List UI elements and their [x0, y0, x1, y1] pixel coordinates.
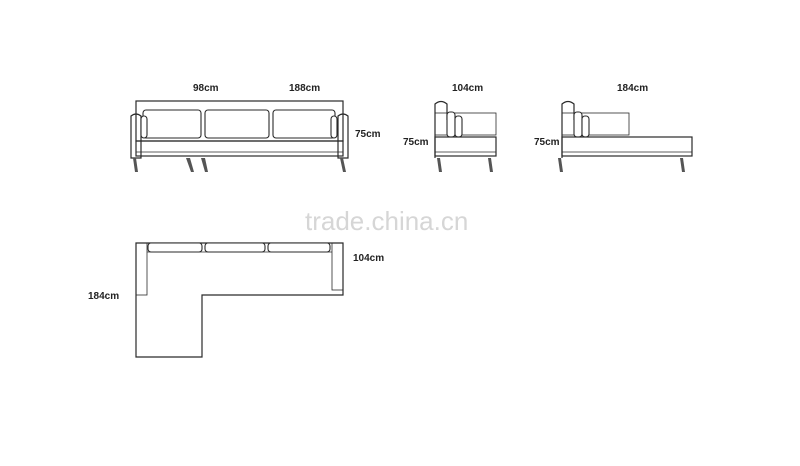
side-chaise-height-label: 75cm	[534, 137, 560, 148]
front-pillow-left	[140, 115, 148, 139]
side-chaise-seat	[561, 136, 693, 157]
front-back-cushion-3	[272, 109, 336, 139]
side-small-cushion-1	[446, 111, 456, 138]
front-back-cushion-2	[204, 109, 270, 139]
top-back-cushion-3	[267, 242, 331, 253]
front-left-arm	[130, 113, 142, 159]
front-width-left-label: 98cm	[193, 83, 219, 94]
side-small-seat	[434, 136, 497, 157]
front-width-right-label: 188cm	[289, 83, 320, 94]
top-depth-main-label: 104cm	[353, 253, 384, 264]
top-back-cushion-1	[147, 242, 203, 253]
side-small-height-label: 75cm	[403, 137, 429, 148]
side-chaise-leg-2	[680, 158, 685, 172]
side-chaise-outline	[561, 112, 630, 136]
side-chaise-cushion-2	[581, 115, 590, 138]
front-seat	[135, 140, 344, 157]
front-right-arm	[337, 113, 349, 159]
front-view: 98cm 188cm 75cm	[130, 83, 381, 172]
side-chaise-back	[561, 100, 575, 158]
top-right-arm	[331, 242, 344, 291]
side-chaise-depth-label: 184cm	[617, 83, 648, 94]
side-view-chaise: 184cm 75cm	[534, 83, 693, 172]
watermark-text: trade.china.cn	[305, 206, 468, 236]
front-leg-4	[340, 158, 346, 172]
front-pillow-right	[330, 115, 338, 139]
front-height-label: 75cm	[355, 129, 381, 140]
side-chaise-leg-1	[558, 158, 563, 172]
top-view: 104cm 184cm	[88, 242, 384, 358]
top-depth-chaise-label: 184cm	[88, 291, 119, 302]
front-leg-3	[201, 158, 208, 172]
top-back-cushion-2	[204, 242, 266, 253]
side-small-back	[434, 100, 448, 158]
side-small-leg-2	[488, 158, 493, 172]
top-outline	[135, 242, 344, 358]
top-left-arm	[135, 242, 148, 296]
side-small-leg-1	[437, 158, 442, 172]
front-leg-2	[186, 158, 194, 172]
side-small-cushion-2	[454, 115, 463, 138]
front-back-cushion-1	[142, 109, 202, 139]
side-small-depth-label: 104cm	[452, 83, 483, 94]
side-chaise-cushion-1	[573, 111, 583, 138]
side-view-small: 104cm 75cm	[403, 83, 497, 172]
side-small-outline	[434, 112, 497, 136]
front-leg-1	[133, 158, 138, 172]
